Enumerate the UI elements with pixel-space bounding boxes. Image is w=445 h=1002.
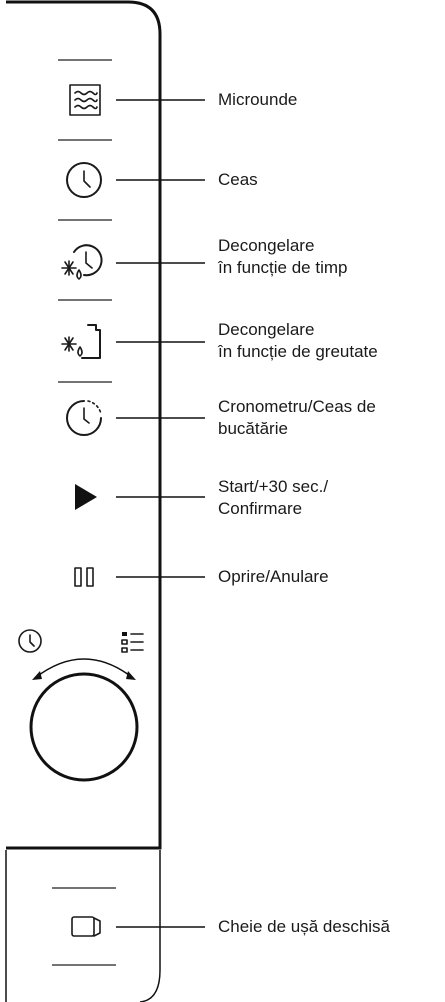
pause-icon[interactable] — [74, 567, 94, 587]
menu-list-icon — [121, 632, 144, 653]
clock-icon[interactable] — [66, 162, 102, 198]
knob-clock-icon — [18, 629, 42, 653]
label-clock: Ceas — [218, 170, 258, 189]
kitchen-timer-icon[interactable] — [66, 400, 102, 436]
play-icon[interactable] — [75, 484, 97, 510]
label-timer: Cronometru/Ceas de bucătărie — [218, 397, 376, 438]
defrost-weight-icon[interactable] — [61, 324, 101, 359]
defrost-time-icon[interactable] — [61, 244, 103, 280]
label-defrost-weight: Decongelare în funcție de greutate — [218, 320, 378, 361]
door-section-outline — [5, 850, 161, 1002]
label-stop: Oprire/Anulare — [218, 567, 329, 586]
label-defrost-time: Decongelare în funcție de timp — [218, 236, 348, 277]
label-door-open: Cheie de ușă deschisă — [218, 917, 391, 936]
knob-rotation-arrow — [32, 658, 136, 680]
label-start: Start/+30 sec./ Confirmare — [218, 477, 329, 518]
panel-outline — [6, 0, 162, 850]
label-microwave: Microunde — [218, 90, 298, 109]
door-open-icon[interactable] — [71, 916, 101, 937]
leader-lines — [116, 99, 205, 928]
microwave-waves-icon[interactable] — [69, 84, 101, 116]
button-separators — [52, 59, 116, 966]
rotary-knob[interactable] — [29, 672, 139, 782]
